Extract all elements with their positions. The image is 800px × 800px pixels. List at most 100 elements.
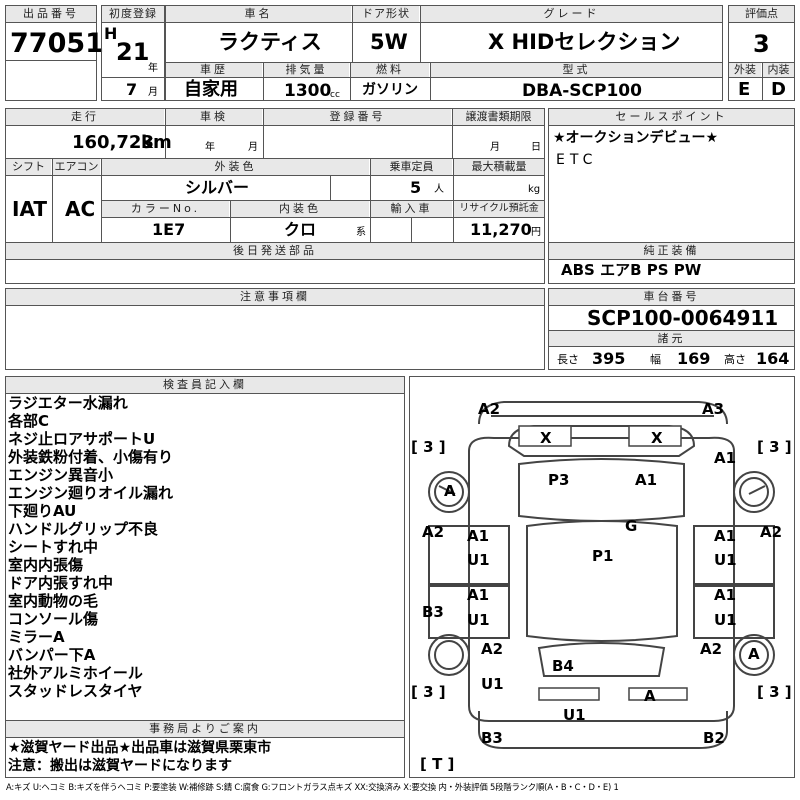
mark-tailgate: B4 (552, 657, 574, 675)
mark-door-rr-1: A1 (714, 586, 737, 604)
mark-windshield-right: X (651, 429, 663, 447)
mark-rear-bumper: A (644, 687, 656, 705)
reg-no-header: 登録番号 (264, 109, 451, 125)
mark-front-right-corner: A3 (702, 400, 725, 418)
chassis-no-header: 車台番号 (549, 289, 794, 305)
aircon-header: エアコン (53, 159, 100, 175)
mark-hood-left: P3 (548, 471, 570, 489)
detail-section (5, 108, 545, 284)
first-reg-month: 7 (126, 80, 138, 99)
chassis-section (548, 288, 795, 370)
lot-section (5, 5, 97, 101)
mark-roof-front: G (625, 517, 638, 535)
max-load-header: 最大積載量 (454, 159, 544, 175)
era-label: H (104, 24, 118, 43)
first-reg-section (101, 5, 165, 101)
mark-front-left-corner: A2 (478, 400, 501, 418)
caution-section (5, 288, 545, 370)
int-color-header: 内装色 (231, 201, 369, 217)
mileage-header: 走行 (6, 109, 164, 125)
caution-header: 注意事項欄 (6, 289, 544, 305)
equipment-header: 純正装備 (549, 243, 794, 259)
width-value: 169 (677, 349, 711, 368)
score-section (728, 5, 795, 101)
year-unit: 年 (148, 63, 158, 74)
mark-bracket-fr: [ 3 ] (757, 438, 792, 456)
mark-roof: P1 (592, 547, 614, 565)
inspector-note: ネジ止ロアサポートU (8, 430, 156, 448)
history-header: 車歴 (166, 63, 262, 77)
inspector-note: 室内内張傷 (8, 556, 84, 574)
inspection-month-unit: 月 (248, 142, 258, 153)
chassis-no-value: SCP100-0064911 (587, 306, 779, 330)
ext-color-value: シルバー (185, 178, 250, 197)
recycle-value: 11,270 (470, 220, 532, 239)
mark-door-rl-2: U1 (467, 611, 490, 629)
inspector-note: エンジン廻りオイル漏れ (8, 484, 174, 502)
name-section (165, 5, 723, 101)
month-unit: 月 (148, 87, 158, 98)
inspector-notes: ラジエター水漏れ 各部C ネジ止ロアサポートU 外装鉄粉付着、小傷有り エンジン… (8, 394, 173, 700)
mark-sill-left: B3 (422, 603, 444, 621)
int-color-value: クロ (284, 220, 317, 239)
door-header: ドア形状 (353, 6, 419, 22)
mark-hood-right: A1 (635, 471, 658, 489)
inspector-section (5, 376, 405, 778)
inspector-note: ドア内張すれ中 (8, 574, 114, 592)
inspector-note: ハンドルグリップ不良 (8, 520, 159, 538)
inspector-note: シートすれ中 (8, 538, 99, 556)
later-parts-header: 後日発送部品 (6, 243, 544, 259)
history-value: 自家用 (184, 79, 238, 100)
inspector-note: ラジエター水漏れ (8, 394, 128, 412)
inspector-note: エンジン異音小 (8, 466, 114, 484)
mark-quarter-rl: A2 (481, 640, 504, 658)
model-code: DBA-SCP100 (522, 81, 642, 101)
capacity-unit: 人 (434, 184, 444, 195)
lot-no-header: 出品番号 (6, 6, 96, 22)
specs-header: 諸元 (549, 331, 794, 346)
mark-door-fr-1: A1 (714, 527, 737, 545)
length-label: 長さ (557, 353, 579, 366)
int-color-suffix: 系 (356, 227, 366, 238)
mark-door-fl-2: U1 (467, 551, 490, 569)
capacity-value: 5 (410, 178, 422, 197)
exterior-header: 外装 (729, 63, 761, 77)
inspector-note: 外装鉄粉付着、小傷有り (8, 448, 174, 466)
grade-header: グレード (421, 6, 722, 22)
ext-color-header: 外装色 (102, 159, 369, 175)
fuel-value: ガソリン (362, 82, 418, 98)
mark-bracket-rr: [ 3 ] (757, 683, 792, 701)
max-load-unit: kg (528, 184, 541, 195)
exterior-grade: E (738, 79, 751, 100)
import-header: 輸入車 (371, 201, 452, 217)
inspection-year-unit: 年 (205, 142, 215, 153)
transfer-day-unit: 日 (531, 142, 541, 153)
mark-fender-fr: A1 (714, 449, 737, 467)
inspector-header: 検査員記入欄 (6, 377, 404, 393)
mark-wheel-rr: A (748, 645, 760, 663)
inspector-note: バンパー下A (8, 646, 96, 664)
door-type: 5W (370, 30, 408, 54)
mark-rear-bumper-lower: U1 (563, 706, 586, 724)
transfer-month-unit: 月 (490, 142, 500, 153)
fuel-header: 燃料 (351, 63, 429, 77)
sales-point-2: ETC (556, 152, 598, 168)
length-value: 395 (592, 349, 626, 368)
mileage-value: 160,723 (72, 132, 154, 153)
inspector-note: スタッドレスタイヤ (8, 682, 143, 700)
transfer-deadline-header: 譲渡書類期限 (453, 109, 544, 125)
mark-door-fr-outer: A2 (760, 523, 783, 541)
mark-trunk-bracket: [ T ] (420, 755, 455, 773)
office-header: 事務局よりご案内 (6, 721, 404, 737)
inspector-note: ミラーA (8, 628, 65, 646)
shift-value: IAT (12, 197, 48, 221)
first-reg-year: 21 (116, 38, 150, 66)
car-outline-diagram (428, 401, 775, 749)
mark-rear-left-corner: B3 (481, 729, 503, 747)
interior-grade: D (771, 79, 786, 100)
grade: X HIDセレクション (488, 30, 681, 54)
inspector-note: 社外アルミホイール (8, 664, 143, 682)
mark-door-fr-2: U1 (714, 551, 737, 569)
mark-quarter-rr: A2 (700, 640, 723, 658)
office-note-2: 注意：搬出は滋賀ヤードになります (8, 758, 232, 774)
